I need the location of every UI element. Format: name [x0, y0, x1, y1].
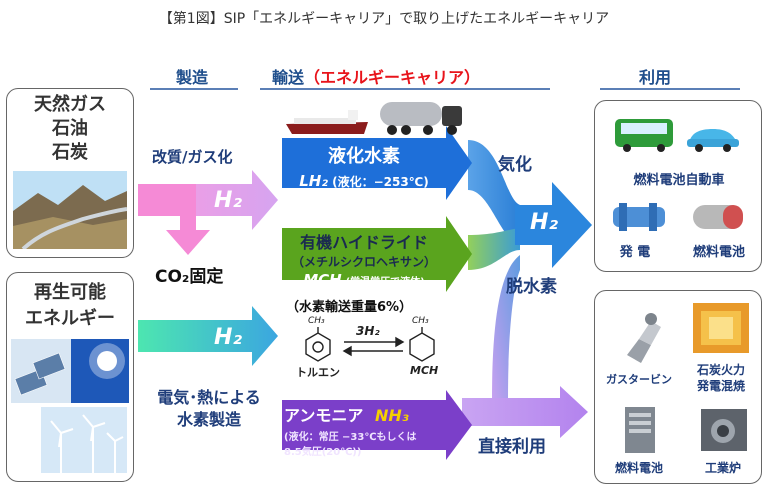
source-oil: 石油 — [52, 118, 88, 139]
renewable-h2-label: H₂ — [214, 325, 243, 350]
co2-down-arrow — [138, 184, 210, 255]
header-carrier-text: （エネルギーキャリア） — [304, 68, 481, 87]
mch-carrier-block: 有機ハイドライド （メチルシクロヘキサン） MCH (常温常圧で液体) — [282, 229, 446, 289]
source-natural-gas: 天然ガス — [34, 94, 106, 115]
car-icon — [687, 129, 739, 152]
dehydrogenation-label: 脱水素 — [506, 277, 557, 297]
source-coal: 石炭 — [52, 142, 88, 163]
mch-subname: （メチルシクロヘキサン） — [291, 255, 436, 269]
electric-heat-line1: 電気･熱による — [157, 388, 261, 407]
renewable-h2-arrow — [138, 306, 278, 366]
merge-stream-lh2 — [468, 140, 520, 245]
direct-use-box: ガスタービン 石炭火力 発電混焼 燃料電池 工業炉 — [594, 290, 762, 484]
mch-structure — [409, 327, 435, 362]
merge-stream-nh3 — [492, 255, 520, 400]
industrial-furnace-icon — [701, 409, 747, 451]
header-production-underline — [150, 88, 238, 90]
nh3-carrier-block: アンモニア NH₃ (液化：常圧 −33℃もしくは 8.5気圧(20℃)) — [284, 402, 454, 458]
fuel-cell-unit-label: 燃料電池 — [614, 461, 663, 475]
gas-turbine-label: ガスタービン — [606, 373, 672, 386]
gas-turbine-icon — [627, 313, 661, 363]
source-renewable-line2: エネルギー — [25, 308, 115, 329]
lh2-name: 液化水素 — [328, 146, 400, 167]
big-h2-label: H₂ — [530, 210, 559, 235]
fuel-cell-cylinder-icon — [693, 205, 743, 229]
direct-use-arrow — [462, 386, 588, 438]
furnace-label: 工業炉 — [704, 461, 741, 475]
toluene-structure — [305, 327, 331, 362]
fcv-label: 燃料電池自動車 — [633, 173, 725, 188]
landscape-pipeline-image — [13, 171, 127, 249]
source-renewable-line1: 再生可能 — [34, 282, 106, 303]
mch-ch3: CH₃ — [412, 316, 429, 326]
header-transport-text: 輸送 — [272, 68, 305, 87]
lh2-carrier-block: 液化水素 LH₂ (液化：−253℃) — [282, 142, 446, 190]
figure-title: 【第1図】SIP「エネルギーキャリア」で取り上げたエネルギーキャリア — [158, 11, 610, 27]
mch-weight-label: （水素輸送重量6%） — [286, 300, 413, 315]
header-transport: 輸送（エネルギーキャリア） — [272, 64, 480, 88]
vaporize-label: 気化 — [498, 155, 532, 175]
power-generation-icon — [613, 203, 665, 231]
co2-fixation-label: CO₂固定 — [155, 267, 224, 287]
mch-detail: (常温常圧で液体) — [345, 277, 425, 288]
header-production: 製造 — [176, 68, 209, 87]
nh3-detail-line2: 8.5気圧(20℃)) — [284, 447, 362, 458]
direct-use-label: 直接利用 — [478, 437, 546, 457]
renewable-source-box: 再生可能 エネルギー — [6, 272, 134, 482]
electric-heat-line2: 水素製造 — [176, 410, 241, 429]
mch-formula-line: MCH (常温常圧で液体) — [282, 271, 446, 289]
nh3-detail-line1: (液化：常圧 −33℃もしくは — [284, 432, 417, 443]
mch-formula: MCH — [303, 271, 342, 289]
big-h2-arrow — [515, 182, 592, 268]
lh2-formula-line: LH₂ (液化：−253℃) — [282, 172, 446, 190]
tanker-ship-image — [286, 110, 368, 134]
lh2-detail: (液化：−253℃) — [332, 175, 429, 189]
wind-turbine-image — [41, 407, 127, 473]
lh2-arrow — [282, 126, 472, 200]
fossil-source-box: 天然ガス 石油 石炭 — [6, 88, 134, 258]
nh3-name: アンモニア — [284, 406, 364, 425]
nh3-name-line: アンモニア NH₃ — [284, 402, 454, 426]
hydrogen-use-box: 燃料電池自動車 発 電 燃料電池 — [594, 100, 762, 272]
coal-cofiring-line2: 発電混焼 — [696, 379, 745, 393]
header-transport-underline — [260, 88, 550, 90]
nh3-arrow — [282, 390, 472, 460]
header-use-underline — [600, 88, 740, 90]
lh2-formula: LH₂ — [299, 172, 328, 190]
reforming-label: 改質/ガス化 — [152, 148, 233, 166]
mch-arrow — [282, 216, 472, 292]
toluene-ch3: CH₃ — [308, 316, 325, 326]
reaction-h2-label: 3H₂ — [356, 324, 380, 338]
tank-truck-image — [380, 102, 462, 135]
toluene-label: トルエン — [296, 366, 340, 379]
coal-boiler-icon — [693, 303, 749, 353]
mch-name: 有機ハイドライド — [300, 233, 428, 252]
power-label: 発 電 — [619, 245, 651, 260]
bus-icon — [615, 119, 673, 152]
coal-cofiring-line1: 石炭火力 — [696, 363, 745, 377]
nh3-formula: NH₃ — [374, 406, 409, 425]
fuel-cell-unit-icon — [625, 407, 655, 453]
fuel-cell-label: 燃料電池 — [692, 245, 745, 260]
header-use: 利用 — [639, 68, 672, 87]
mch-structure-label: MCH — [410, 364, 439, 377]
merge-stream-mch — [468, 228, 520, 270]
fossil-h2-label: H₂ — [214, 188, 243, 213]
equilibrium-arrows — [342, 336, 405, 357]
solar-panel-image — [11, 339, 129, 403]
